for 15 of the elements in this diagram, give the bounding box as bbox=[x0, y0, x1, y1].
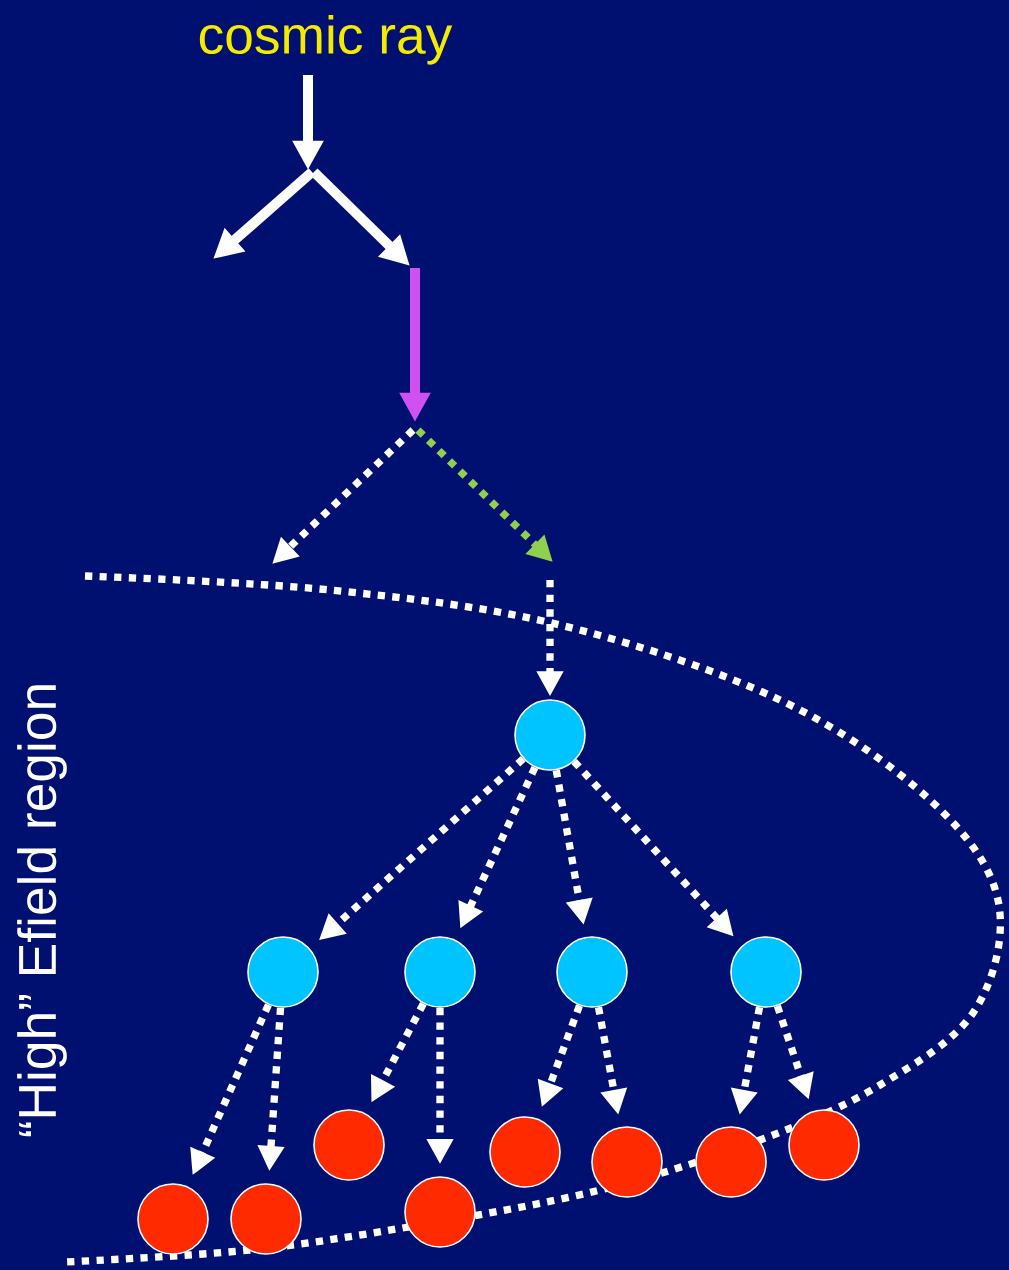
particle-circle bbox=[404, 936, 476, 1008]
particle-circle bbox=[591, 1126, 663, 1198]
particle-circle bbox=[247, 936, 319, 1008]
particle-circle bbox=[404, 1176, 476, 1248]
particle-circle bbox=[313, 1109, 385, 1181]
particle-circle bbox=[514, 699, 586, 771]
region-label: “High” Efield region bbox=[17, 685, 67, 1137]
particle-circle bbox=[695, 1126, 767, 1198]
particle-circle bbox=[556, 936, 628, 1008]
particle-circle bbox=[788, 1109, 860, 1181]
particle-circle bbox=[489, 1116, 561, 1188]
particle-circle bbox=[137, 1183, 209, 1255]
node-label: cosmic ray bbox=[199, 14, 453, 65]
particle-circle bbox=[230, 1183, 302, 1255]
particle-circle bbox=[730, 936, 802, 1008]
